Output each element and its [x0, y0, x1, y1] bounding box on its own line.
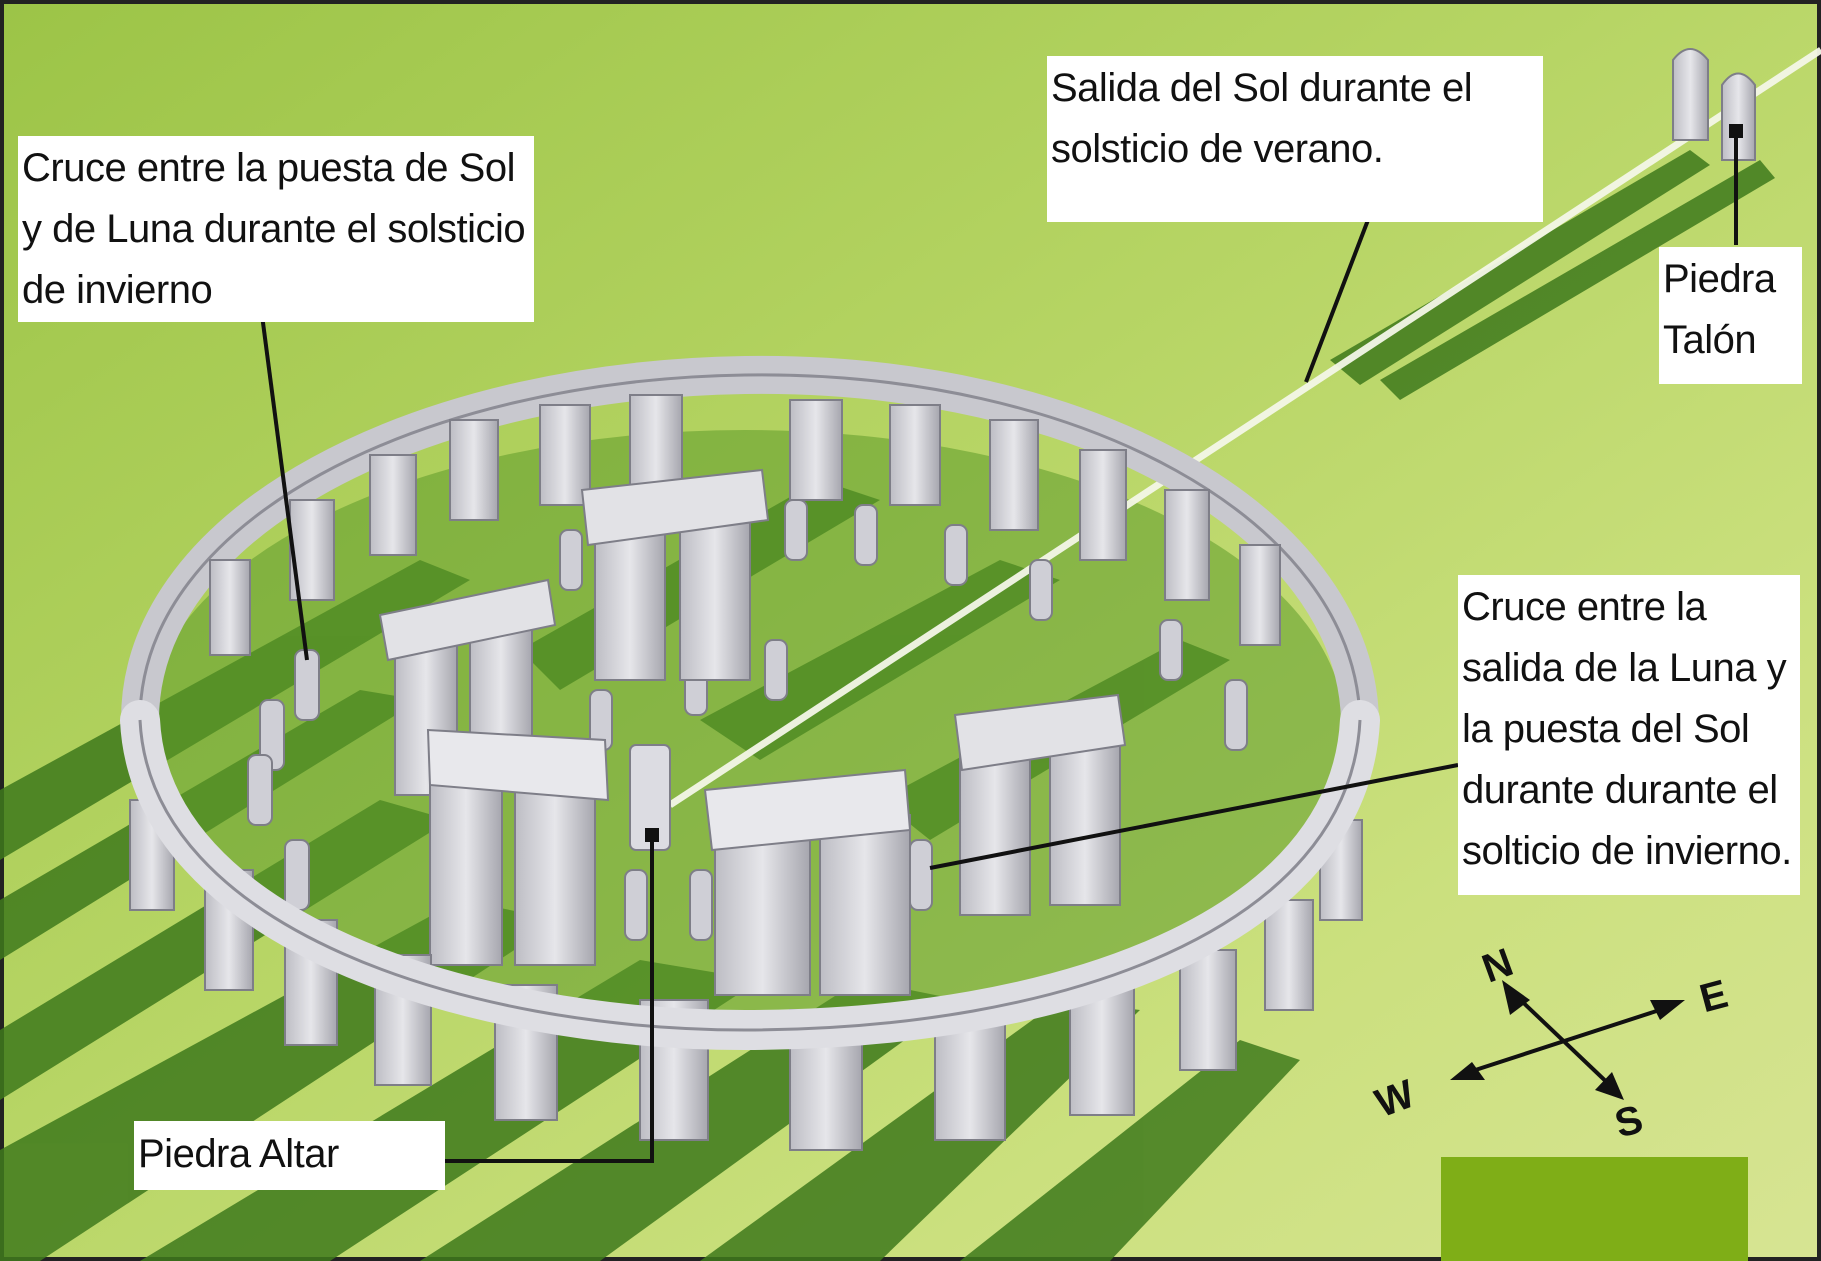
- label-heel-stone: Piedra Talón: [1659, 247, 1802, 384]
- bluestones: [247, 499, 1248, 941]
- pointer-summer-sunrise: [1304, 219, 1370, 383]
- sunrise-alignment-line: [668, 47, 1821, 808]
- label-summer-sunrise: Salida del Sol durante el solsticio de v…: [1047, 56, 1543, 222]
- label-pointers: [260, 130, 1738, 1163]
- north-arrow-icon: [1502, 980, 1530, 1015]
- west-arrow-icon: [1450, 1062, 1485, 1080]
- outer-uprights-back: [209, 394, 1281, 656]
- east-arrow-icon: [1650, 1000, 1685, 1020]
- compass-ns-axis: [1508, 988, 1617, 1092]
- label-winter-sunset-moonset: Cruce entre la puesta de Sol y de Luna d…: [18, 136, 534, 322]
- heel-stones: [1672, 48, 1756, 161]
- south-arrow-icon: [1595, 1072, 1624, 1100]
- pointer-moonrise: [929, 763, 1459, 870]
- label-altar-stone: Piedra Altar: [134, 1121, 445, 1190]
- pointer-winter-sunset: [260, 314, 309, 661]
- pointer-altar: [445, 835, 654, 1163]
- trilithons: [378, 468, 1127, 996]
- compass-ne-axis: [1459, 1003, 1676, 1077]
- lintel-ring-front-edge: [138, 719, 1362, 1032]
- label-moonrise-sunset: Cruce entre la salida de la Luna y la pu…: [1458, 575, 1800, 895]
- altar-stone-marker: [645, 828, 659, 842]
- heel-stone-marker: [1729, 124, 1743, 138]
- green-accent-block: [1441, 1157, 1748, 1261]
